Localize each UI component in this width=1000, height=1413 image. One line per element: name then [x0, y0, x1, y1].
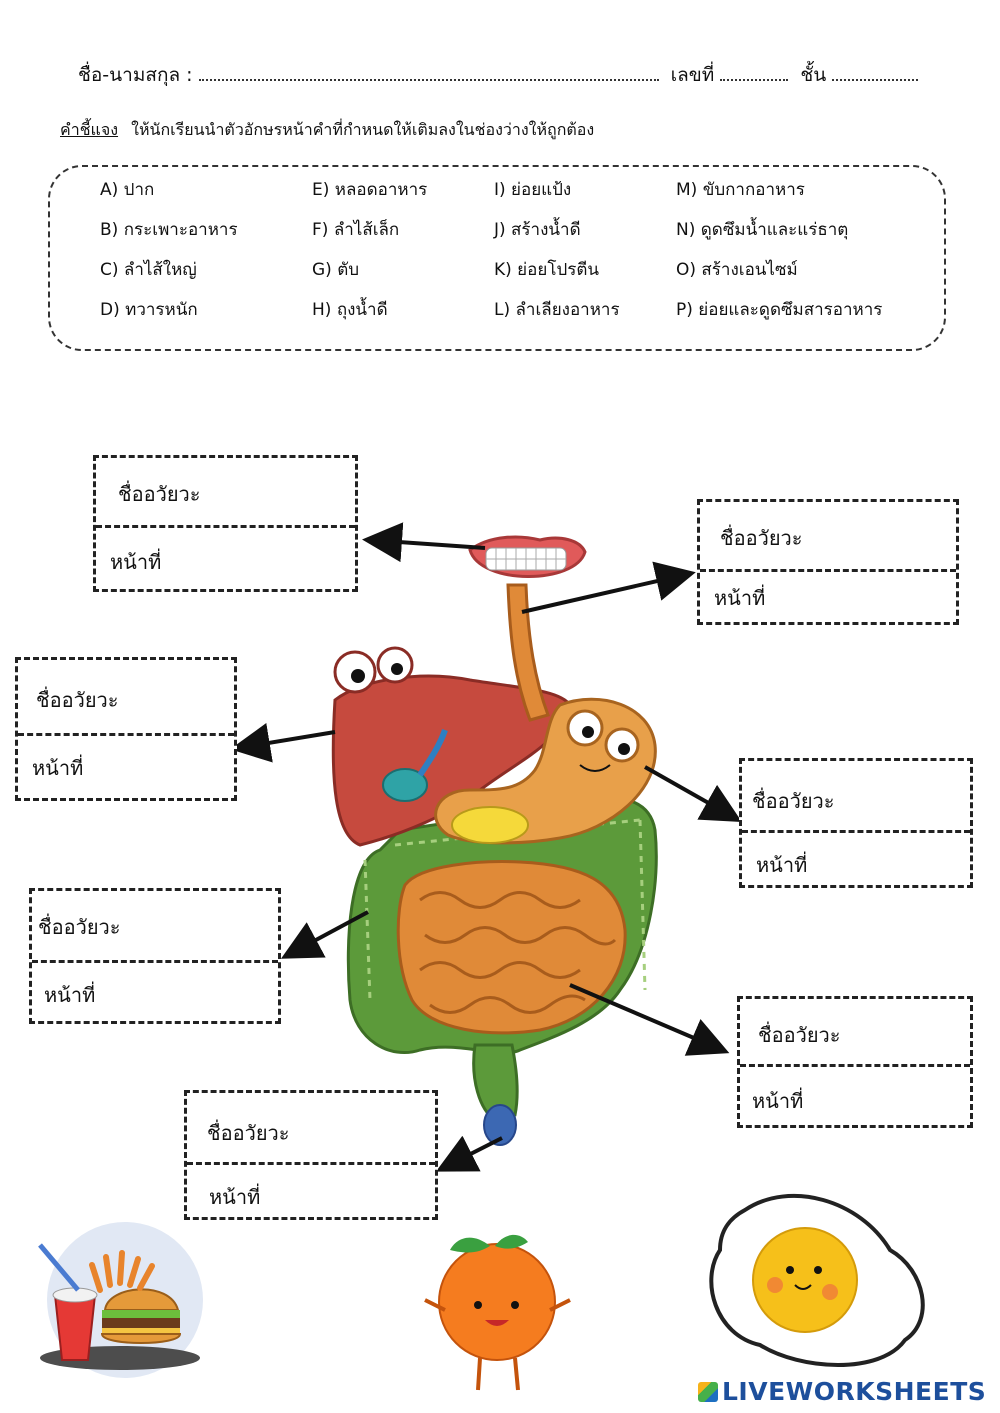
liver-shape	[331, 674, 572, 847]
arrow-liver	[230, 723, 336, 763]
pancreas-shape	[451, 806, 529, 844]
choice-item: B) กระเพาะอาหาร	[100, 220, 238, 240]
arrow-esophagus	[521, 561, 696, 614]
organ-name-label: ชื่ออวัยวะ	[36, 688, 119, 712]
label-box-liver: ชื่ออวัยวะ หน้าที่	[15, 657, 237, 801]
number-field[interactable]	[720, 65, 789, 81]
name-label: ชื่อ-นามสกุล :	[78, 64, 193, 86]
function-label: หน้าที่	[110, 550, 162, 574]
gallbladder-shape	[382, 768, 428, 802]
choice-item: L) ลำเลียงอาหาร	[494, 300, 620, 320]
organ-name-label: ชื่ออวัยวะ	[752, 789, 835, 813]
arrow-large-intestine	[280, 910, 369, 959]
organ-name-label: ชื่ออวัยวะ	[38, 915, 121, 939]
label-box-mouth: ชื่ออวัยวะ หน้าที่	[93, 455, 358, 592]
choice-item: D) ทวารหนัก	[100, 300, 198, 320]
name-field[interactable]	[198, 65, 659, 81]
choice-item: J) สร้างน้ำดี	[494, 220, 581, 240]
arrow-anus	[435, 1135, 503, 1172]
choice-item: F) ลำไส้เล็ก	[312, 220, 400, 240]
organ-name-label: ชื่ออวัยวะ	[118, 482, 201, 506]
instructions: คำชี้แจง ให้นักเรียนนำตัวอักษรหน้าคำที่ก…	[60, 118, 594, 143]
student-info-line: ชื่อ-นามสกุล : เลขที่ ชั้น	[78, 60, 919, 90]
function-label: หน้าที่	[752, 1089, 804, 1113]
function-label: หน้าที่	[209, 1185, 261, 1209]
instructions-text: ให้นักเรียนนำตัวอักษรหน้าคำที่กำหนดให้เต…	[131, 120, 595, 139]
choice-item: K) ย่อยโปรตีน	[494, 260, 600, 280]
arrow-small-intestine	[569, 983, 730, 1056]
choice-item: M) ขับกากอาหาร	[676, 180, 805, 200]
number-label: เลขที่	[670, 64, 715, 86]
choice-item: I) ย่อยแป้ง	[494, 180, 572, 200]
choice-item: P) ย่อยและดูดซึมสารอาหาร	[676, 300, 883, 320]
liveworksheets-logo: LIVEWORKSHEETS	[698, 1377, 986, 1406]
choices-box	[48, 165, 946, 351]
choice-item: H) ถุงน้ำดี	[312, 300, 388, 320]
class-field[interactable]	[832, 65, 919, 81]
anus-shape	[483, 1104, 517, 1146]
esophagus-shape	[506, 583, 550, 722]
choice-item: A) ปาก	[100, 180, 155, 200]
label-box-anus: ชื่ออวัยวะ หน้าที่	[184, 1090, 438, 1220]
function-label: หน้าที่	[756, 853, 808, 877]
orange-illustration	[438, 1243, 556, 1361]
choice-item: C) ลำไส้ใหญ่	[100, 260, 197, 280]
label-box-stomach: ชื่ออวัยวะ หน้าที่	[739, 758, 973, 888]
choice-item: E) หลอดอาหาร	[312, 180, 428, 200]
choice-item: G) ตับ	[312, 260, 360, 280]
small-intestine-shape	[396, 860, 627, 1035]
choice-item: O) สร้างเอนไซม์	[676, 260, 798, 280]
instructions-label: คำชี้แจง	[60, 120, 119, 139]
liveworksheets-text: LIVEWORKSHEETS	[722, 1377, 987, 1406]
label-box-small-intestine: ชื่ออวัยวะ หน้าที่	[737, 996, 973, 1128]
function-label: หน้าที่	[714, 586, 766, 610]
function-label: หน้าที่	[44, 983, 96, 1007]
label-box-esophagus: ชื่ออวัยวะ หน้าที่	[697, 499, 959, 625]
label-box-large-intestine: ชื่ออวัยวะ หน้าที่	[29, 888, 281, 1024]
arrow-stomach	[644, 765, 742, 822]
arrow-mouth	[362, 522, 486, 563]
organ-name-label: ชื่ออวัยวะ	[758, 1023, 841, 1047]
class-label: ชั้น	[800, 64, 827, 86]
function-label: หน้าที่	[32, 756, 84, 780]
organ-name-label: ชื่ออวัยวะ	[207, 1121, 290, 1145]
organ-name-label: ชื่ออวัยวะ	[720, 526, 803, 550]
choice-item: N) ดูดซึมน้ำและแร่ธาตุ	[676, 220, 849, 240]
liveworksheets-icon	[698, 1382, 718, 1402]
